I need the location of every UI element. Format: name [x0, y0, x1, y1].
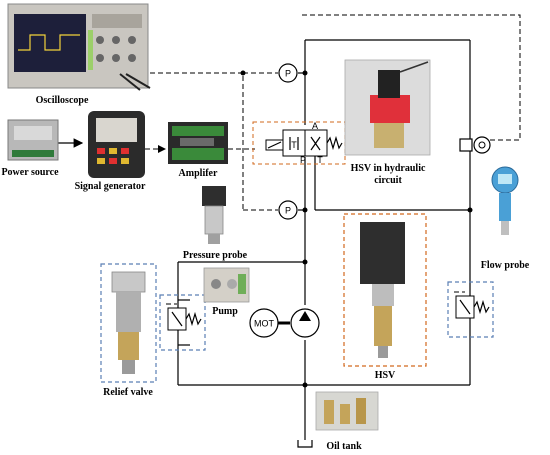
relief-valve-icon	[100, 263, 157, 383]
oscilloscope-label: Oscilloscope	[36, 95, 89, 106]
power-source-label: Power source	[1, 167, 59, 178]
servo-valve-symbol: A P T T	[252, 121, 346, 165]
relief-valve-symbol-right	[447, 281, 494, 338]
pressure-gauge-bottom: P	[243, 200, 305, 220]
hsv-in-circuit-label-line1: HSV in hydraulic	[351, 163, 426, 174]
port-t-inner-label: T	[291, 140, 297, 150]
pressure-sensor-icon	[202, 186, 226, 244]
signal-generator-icon	[88, 111, 145, 178]
flow-meter-symbol	[459, 136, 491, 154]
amplifier-label: Amplifer	[179, 168, 218, 179]
hsv-label: HSV	[375, 370, 396, 381]
port-a-label: A	[312, 121, 318, 131]
pump-label: Pump	[212, 306, 238, 317]
port-t-label: T	[317, 155, 323, 165]
signal-paths	[58, 14, 521, 210]
oscilloscope-icon	[7, 3, 151, 91]
oil-tank-fittings-icon	[315, 391, 379, 431]
oil-tank-label: Oil tank	[326, 441, 362, 452]
pump-motor-symbol: MOT	[249, 308, 320, 338]
oil-tank-symbol	[297, 440, 313, 448]
pressure-gauge-top: P	[243, 63, 305, 83]
port-p-label: P	[300, 155, 306, 165]
motor-label: MOT	[254, 319, 274, 329]
hsv-valve-photo-icon	[344, 59, 431, 156]
flow-probe-label: Flow probe	[481, 260, 530, 271]
hsv-in-circuit-label-line2: circuit	[374, 175, 402, 186]
pressure-gauge-top-label: P	[285, 69, 291, 79]
power-supply-icon	[7, 119, 59, 161]
relief-valve-label: Relief valve	[103, 387, 153, 398]
flow-meter-icon	[491, 166, 519, 235]
amplifier-board-icon	[168, 122, 228, 164]
signal-generator-label: Signal generator	[75, 181, 146, 192]
relief-valve-symbol-left	[159, 294, 206, 351]
junction-dots	[240, 70, 473, 388]
pressure-gauge-bottom-label: P	[285, 206, 291, 216]
hsv-coil-icon	[343, 213, 427, 367]
pressure-probe-label: Pressure probe	[183, 250, 248, 261]
pump-icon	[203, 267, 250, 303]
